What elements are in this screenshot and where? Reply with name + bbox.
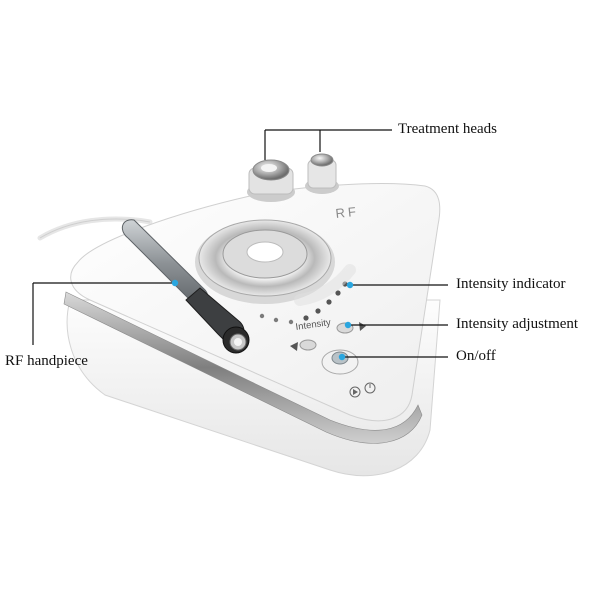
callout-treatment-heads <box>264 129 392 160</box>
rf-handpiece[interactable] <box>121 219 250 354</box>
label-rf-handpiece: RF handpiece <box>5 353 88 369</box>
label-treatment-heads: Treatment heads <box>398 121 498 137</box>
treatment-head-large[interactable] <box>247 159 295 202</box>
callout-rf-handpiece <box>32 279 179 345</box>
device-brand-mark: RF <box>335 204 360 221</box>
callout-on-off <box>338 353 448 361</box>
chrome-band <box>63 291 423 444</box>
play-icon <box>349 386 361 398</box>
intensity-decrease-button[interactable] <box>290 339 317 351</box>
callout-intensity-adjustment <box>344 321 448 329</box>
label-intensity-indicator: Intensity indicator <box>456 276 566 292</box>
callout-intensity-indicator <box>346 281 448 289</box>
power-button-icon[interactable] <box>321 349 359 375</box>
treatment-head-small[interactable] <box>305 153 339 194</box>
power-symbol-icon <box>364 382 376 394</box>
label-intensity-adjustment: Intensity adjustment <box>456 316 579 332</box>
label-on-off: On/off <box>456 348 496 364</box>
intensity-indicator <box>259 264 356 325</box>
treatment-head-socket <box>195 219 335 304</box>
panel-intensity-label: Intensity <box>295 317 332 333</box>
